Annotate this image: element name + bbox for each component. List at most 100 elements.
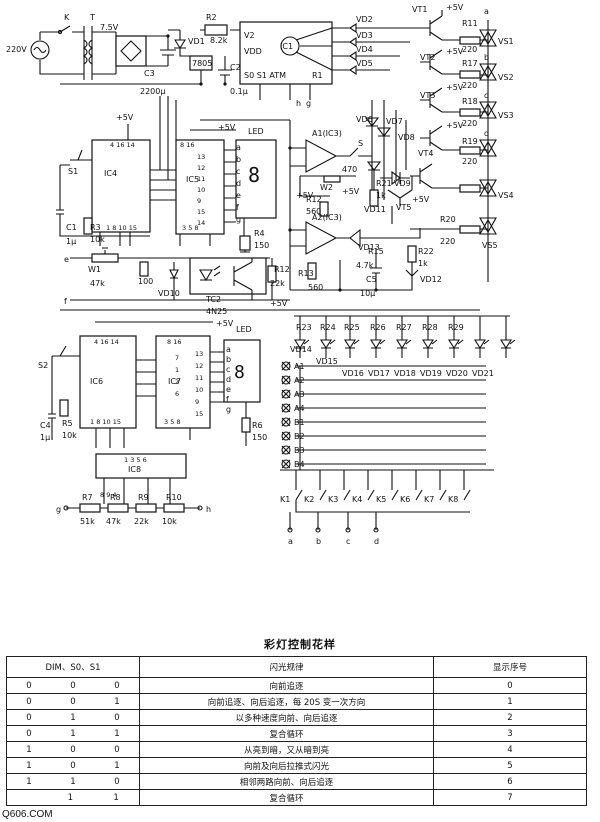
- key-label: K2: [304, 495, 314, 504]
- led-diode: [500, 330, 516, 358]
- label-vt5: VT5: [396, 203, 411, 212]
- label-r21: R21: [376, 179, 392, 188]
- svg-text:1: 1: [175, 366, 179, 374]
- label-r-470: 470: [342, 165, 357, 174]
- svg-text:8 16: 8 16: [180, 141, 194, 149]
- label-r18-value: 220: [462, 119, 477, 128]
- svg-text:12: 12: [197, 164, 205, 172]
- label-node-b: b: [484, 53, 489, 62]
- schematic-labels: 220V K T 7.5V R2 8.2k VD1 7805 C3 2200μ …: [6, 3, 514, 546]
- label-vs1: VS1: [498, 37, 514, 46]
- svg-text:3 5 8: 3 5 8: [164, 418, 181, 426]
- label-node-e: e: [64, 255, 69, 264]
- led-diode: [344, 330, 360, 358]
- svg-text:9: 9: [197, 197, 201, 205]
- optocoupler-section: [60, 247, 480, 311]
- label-node-d: d: [484, 129, 489, 138]
- label-vd2: VD2: [356, 15, 373, 24]
- bit-value: 0: [114, 744, 120, 755]
- bit-value: 0: [26, 728, 32, 739]
- label-plus5v-2: +5V: [446, 47, 464, 56]
- bit-value: 1: [113, 792, 119, 803]
- label-r9-value: 22k: [134, 517, 149, 526]
- label-w1: W1: [88, 265, 101, 274]
- label-plus5v-7: +5V: [218, 123, 236, 132]
- label-s1: S1: [68, 167, 78, 176]
- label-seg-c: c: [236, 167, 240, 176]
- label-r13-value: 560: [308, 283, 323, 292]
- bit-value: 0: [26, 696, 32, 707]
- label-vd21: VD21: [472, 369, 494, 378]
- label-r13: R13: [298, 269, 314, 278]
- label-w2: W2: [320, 183, 333, 192]
- bit-value: 1: [70, 728, 76, 739]
- label-plus5v-6: +5V: [116, 113, 134, 122]
- label-vd19: VD19: [420, 369, 442, 378]
- label-node-g: g: [306, 99, 311, 108]
- label-seg-b: b: [236, 155, 241, 164]
- cell-flash-rule: 相邻两路向前、向后追逐: [139, 773, 434, 790]
- label-r7-value: 51k: [80, 517, 95, 526]
- label-plus5v-5: +5V: [412, 195, 430, 204]
- key-label: K5: [376, 495, 386, 504]
- opamp-section: [288, 120, 421, 292]
- svg-text:8: 8: [234, 362, 245, 383]
- label-vd6: VD6: [356, 115, 373, 124]
- label-node-h: h: [296, 99, 301, 108]
- svg-text:3 5 8: 3 5 8: [182, 224, 199, 232]
- svg-text:8: 8: [248, 163, 260, 187]
- cell-display-number: 7: [433, 789, 587, 806]
- label-ic1-vdd: VDD: [244, 47, 262, 56]
- cell-display-number: 5: [433, 757, 587, 774]
- label-r2: R2: [206, 13, 217, 22]
- label-switch-k: K: [64, 13, 70, 22]
- cell-flash-rule: 复合循环: [139, 789, 434, 806]
- label-vs3: VS3: [498, 111, 514, 120]
- label-r29: R29: [448, 323, 464, 332]
- label-s-switch: S: [358, 139, 363, 148]
- bit-value: 0: [26, 680, 32, 691]
- label-ic1-r1: R1: [312, 71, 323, 80]
- bit-value: 0: [26, 712, 32, 723]
- label-c4: C4: [40, 421, 51, 430]
- svg-text:15: 15: [197, 208, 205, 216]
- label-vd8: VD8: [398, 133, 415, 142]
- bit-value: 1: [114, 728, 120, 739]
- label-r23: R23: [296, 323, 312, 332]
- label-r22-value: 1k: [418, 259, 428, 268]
- lamp-label: B3: [294, 446, 305, 455]
- label-r22: R22: [418, 247, 434, 256]
- label-node-f: f: [64, 297, 67, 306]
- label-r6: R6: [252, 421, 263, 430]
- key-label: K4: [352, 495, 362, 504]
- label-vd16: VD16: [342, 369, 364, 378]
- label-regulator: 7805: [192, 59, 212, 68]
- svg-text:11: 11: [195, 374, 203, 382]
- label-vd5: VD5: [356, 59, 373, 68]
- label-plus5v-11: +5V: [216, 319, 234, 328]
- label-seg-f: f: [236, 203, 239, 212]
- label-seg-b2: b: [226, 355, 231, 364]
- lamp-label: A3: [294, 390, 305, 399]
- cell-flash-rule: 向前及向后拉推式闪光: [139, 757, 434, 774]
- bit-value: 1: [26, 776, 32, 787]
- svg-text:12: 12: [195, 362, 203, 370]
- svg-text:1 8 10 15: 1 8 10 15: [90, 418, 121, 426]
- cell-flash-rule: 向前追逐: [139, 677, 434, 694]
- label-led-1: LED: [248, 127, 264, 136]
- power-supply: [30, 24, 240, 86]
- label-r4: R4: [254, 229, 265, 238]
- label-vd15: VD15: [316, 357, 338, 366]
- label-c2: C2: [230, 63, 241, 72]
- led-diode: [474, 330, 490, 358]
- cell-display-number: 0: [433, 677, 587, 694]
- label-vt4: VT4: [418, 149, 433, 158]
- lamp-label: A4: [294, 404, 305, 413]
- label-w1-value: 47k: [90, 279, 105, 288]
